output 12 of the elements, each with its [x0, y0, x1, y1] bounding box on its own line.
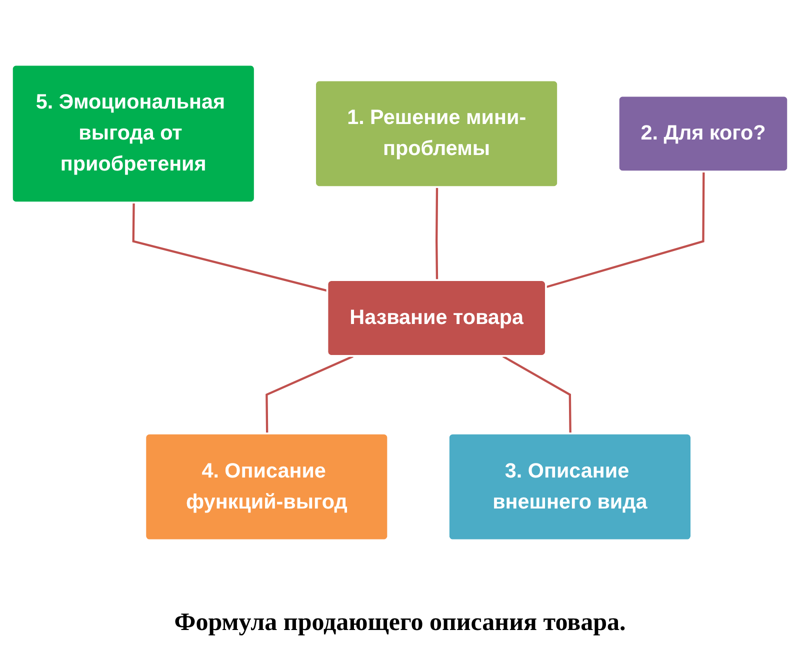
- rounded-box: 4. Описание функций-выгод: [144, 432, 389, 542]
- rounded-box: 5. Эмоциональная выгода от приобретения: [11, 64, 256, 204]
- connector-line: [266, 355, 354, 434]
- rounded-box: 2. Для кого?: [617, 94, 789, 172]
- connector-line: [132, 203, 328, 292]
- connector-line: [546, 172, 705, 288]
- connector-line: [436, 187, 438, 281]
- connector-line: [502, 355, 572, 434]
- rounded-box: 3. Описание внешнего вида: [448, 432, 692, 542]
- rounded-box: 1. Решение мини-проблемы: [314, 79, 559, 188]
- caption: Формула продающего описания товара.: [174, 609, 626, 637]
- rounded-box: Название товара: [326, 279, 547, 357]
